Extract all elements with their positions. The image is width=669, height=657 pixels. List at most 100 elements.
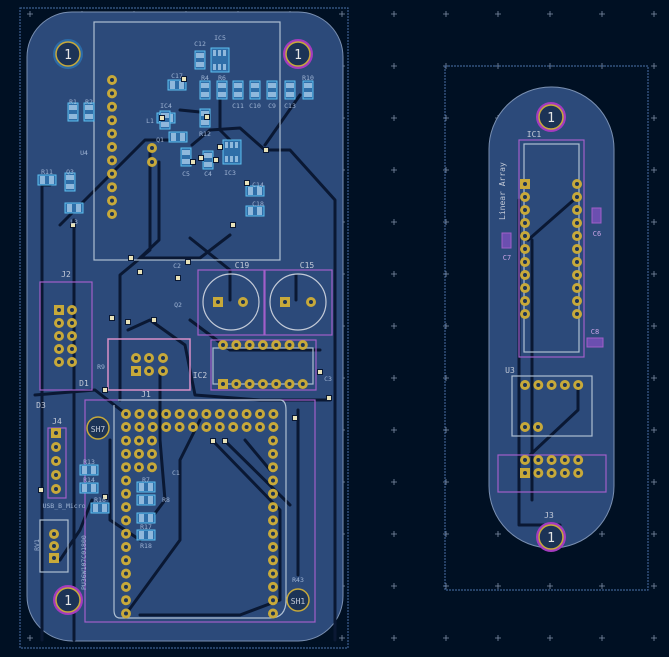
label-c19: C19 — [235, 261, 250, 270]
smd-pad — [49, 176, 54, 184]
smd-r10[interactable] — [302, 80, 314, 100]
pad-hole — [523, 383, 527, 387]
pad-hole — [523, 234, 527, 238]
smd-pad — [213, 64, 216, 70]
smd-label: R6 — [218, 74, 226, 82]
smd-r11[interactable] — [37, 174, 57, 186]
smd-c9[interactable] — [266, 80, 278, 100]
smd-r8[interactable] — [136, 494, 156, 506]
smd-c4[interactable] — [202, 150, 214, 170]
pad-hole — [523, 221, 527, 225]
smd-pad — [235, 156, 238, 162]
pad-hole — [124, 451, 128, 456]
grid-marker — [391, 219, 397, 225]
smd-ic5[interactable] — [210, 47, 230, 73]
pad-hole — [575, 247, 579, 251]
pad-hole — [271, 611, 275, 616]
smd-r2[interactable] — [83, 102, 95, 122]
smd-r17[interactable] — [136, 512, 156, 524]
smd-r14[interactable] — [79, 482, 99, 494]
pad-hole — [110, 91, 114, 96]
pad-hole — [536, 383, 541, 387]
smd-body — [180, 147, 192, 167]
smd-l3[interactable] — [64, 202, 84, 214]
smd-q3[interactable] — [64, 172, 76, 192]
grid-marker — [495, 11, 501, 17]
smd-body — [302, 80, 314, 100]
grid-marker — [391, 427, 397, 433]
pad-hole — [575, 234, 579, 238]
smd-r1[interactable] — [67, 102, 79, 122]
left-board-outline — [26, 11, 344, 642]
smd-body — [199, 80, 211, 100]
via — [102, 387, 108, 393]
rv1-outline — [39, 519, 69, 573]
smd-body — [90, 502, 110, 514]
right-board[interactable]: 1 1 Linear Array IC1 C7 C6 C8 U3 J3 — [444, 65, 649, 591]
pad-hole — [161, 356, 165, 360]
smd-r18[interactable] — [136, 529, 156, 541]
pad-hole — [110, 104, 114, 109]
pad-hole — [217, 412, 222, 416]
grid-marker — [547, 11, 553, 17]
smd-c17[interactable] — [167, 79, 187, 91]
grid-marker — [599, 531, 605, 537]
smd-pad — [201, 92, 209, 97]
label-r9: R9 — [97, 363, 105, 371]
relay-courtyard — [210, 339, 317, 391]
smd-pad — [201, 120, 209, 125]
via — [109, 315, 115, 321]
pad-hole — [150, 451, 154, 456]
smd-pad — [170, 81, 175, 89]
smd-ic3[interactable] — [222, 139, 242, 165]
svg-text:1: 1 — [64, 48, 72, 63]
smd-r4[interactable] — [199, 80, 211, 100]
pad-hole — [52, 556, 56, 560]
smd-r13[interactable] — [79, 464, 99, 476]
smd-r7[interactable] — [136, 481, 156, 493]
pad-hole — [575, 221, 579, 225]
svg-text:1: 1 — [64, 594, 72, 609]
via — [244, 180, 250, 186]
smd-pad — [204, 162, 212, 167]
smd-pad — [66, 184, 74, 189]
smd-r6[interactable] — [216, 80, 228, 100]
smd-pad — [268, 83, 276, 88]
smd-r16[interactable] — [90, 502, 110, 514]
smd-c11[interactable] — [232, 80, 244, 100]
via — [38, 487, 44, 493]
pad-hole — [52, 532, 56, 536]
smd-pad — [82, 466, 87, 474]
smd-c12[interactable] — [194, 50, 206, 70]
pad-hole — [575, 260, 579, 264]
pad-hole — [283, 300, 287, 304]
via — [159, 115, 165, 121]
pad-hole — [124, 571, 128, 576]
pad-hole — [150, 146, 154, 150]
smd-q1[interactable] — [168, 131, 188, 143]
smd-pad — [148, 531, 153, 539]
mount-hole-right-bottom: 1 — [536, 522, 566, 552]
pad-hole — [204, 412, 209, 416]
smd-pad — [82, 484, 87, 492]
smd-pad — [225, 156, 228, 162]
pad-hole — [124, 531, 128, 536]
smd-label: IC4 — [160, 102, 172, 110]
pad-hole — [110, 212, 114, 216]
smd-c10[interactable] — [249, 80, 261, 100]
pad-hole — [70, 308, 74, 312]
grid-marker — [651, 11, 657, 17]
right-through-hole-pads — [520, 179, 584, 478]
smd-c14[interactable] — [245, 185, 265, 197]
smd-c18[interactable] — [245, 205, 265, 217]
smd-label: C17 — [171, 72, 183, 80]
smd-c13[interactable] — [284, 80, 296, 100]
pad-hole — [204, 425, 209, 429]
smd-c5[interactable] — [180, 147, 192, 167]
grid-marker — [495, 531, 501, 537]
pad-hole — [536, 425, 540, 429]
grid-marker — [443, 323, 449, 329]
